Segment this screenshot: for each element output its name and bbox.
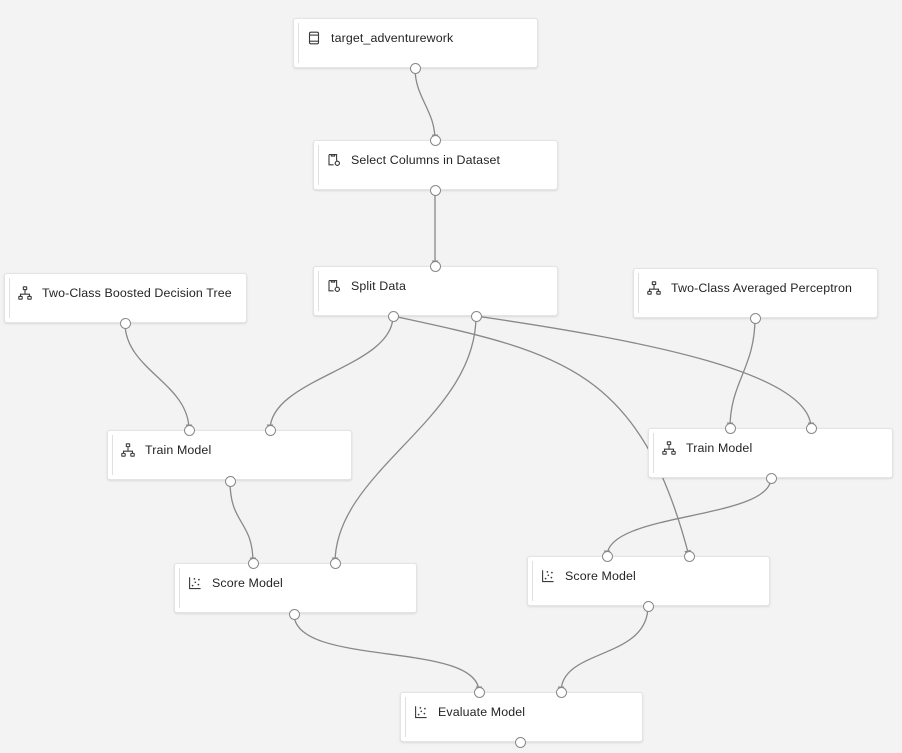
pipeline-node-evaluate-model[interactable]: Evaluate Model <box>400 692 643 742</box>
node-accent-bar <box>532 561 533 601</box>
node-label: Split Data <box>351 279 406 293</box>
node-label: Two-Class Averaged Perceptron <box>671 281 853 295</box>
split-data-icon <box>326 278 342 294</box>
database-icon <box>306 30 322 46</box>
output-port-select-columns-0[interactable] <box>429 184 441 196</box>
node-label: Two-Class Boosted Decision Tree <box>42 286 232 300</box>
node-accent-bar <box>653 433 654 473</box>
pipeline-edge[interactable] <box>557 605 649 694</box>
output-port-train-model-left-0[interactable] <box>224 475 236 487</box>
node-accent-bar <box>318 271 319 311</box>
input-port-score-model-right-1[interactable] <box>683 550 695 562</box>
pipeline-edge[interactable] <box>124 322 193 432</box>
score-model-icon <box>413 704 429 720</box>
input-port-train-model-left-0[interactable] <box>183 424 195 436</box>
algorithm-tree-icon <box>17 285 33 301</box>
input-port-train-model-right-1[interactable] <box>805 422 817 434</box>
pipeline-node-score-model-right[interactable]: Score Model <box>527 556 770 606</box>
pipeline-edge[interactable] <box>229 480 257 565</box>
node-body: Train Model <box>661 440 884 456</box>
input-port-score-model-left-1[interactable] <box>329 557 341 569</box>
input-port-score-model-left-0[interactable] <box>247 557 259 569</box>
pipeline-edge[interactable] <box>392 315 691 557</box>
pipeline-node-select-columns[interactable]: Select Columns in Dataset <box>313 140 558 190</box>
node-label: Score Model <box>565 569 636 583</box>
node-body: Evaluate Model <box>413 704 634 720</box>
pipeline-node-averaged-perceptron[interactable]: Two-Class Averaged Perceptron <box>633 268 878 318</box>
node-label: Select Columns in Dataset <box>351 153 501 167</box>
output-port-split-data-0[interactable] <box>387 310 399 322</box>
pipeline-node-score-model-left[interactable]: Score Model <box>174 563 417 613</box>
node-accent-bar <box>405 697 406 737</box>
output-port-score-model-right-0[interactable] <box>642 600 654 612</box>
pipeline-node-split-data[interactable]: Split Data <box>313 266 558 316</box>
node-body: Select Columns in Dataset <box>326 152 549 168</box>
algorithm-tree-icon <box>646 280 662 296</box>
pipeline-edge[interactable] <box>266 315 394 432</box>
train-model-icon <box>120 442 136 458</box>
input-port-evaluate-model-0[interactable] <box>473 686 485 698</box>
input-port-score-model-right-0[interactable] <box>601 550 613 562</box>
pipeline-edge[interactable] <box>293 613 483 694</box>
select-columns-icon <box>326 152 342 168</box>
node-accent-bar <box>318 145 319 185</box>
input-port-train-model-left-1[interactable] <box>264 424 276 436</box>
node-label: Score Model <box>212 576 283 590</box>
node-body: Two-Class Boosted Decision Tree <box>17 285 238 301</box>
pipeline-node-train-model-right[interactable]: Train Model <box>648 428 893 478</box>
output-port-boosted-decision-tree-0[interactable] <box>119 317 131 329</box>
node-body: Train Model <box>120 442 343 458</box>
output-port-split-data-1[interactable] <box>470 310 482 322</box>
node-label: target_adventurework <box>331 31 454 45</box>
input-port-evaluate-model-1[interactable] <box>555 686 567 698</box>
node-accent-bar <box>638 273 639 313</box>
node-label: Train Model <box>145 443 212 457</box>
score-model-icon <box>540 568 556 584</box>
train-model-icon <box>661 440 677 456</box>
pipeline-node-train-model-left[interactable]: Train Model <box>107 430 352 480</box>
pipeline-edge[interactable] <box>331 315 477 565</box>
pipeline-edge[interactable] <box>414 67 439 142</box>
pipeline-node-boosted-decision-tree[interactable]: Two-Class Boosted Decision Tree <box>4 273 247 323</box>
pipeline-edge[interactable] <box>603 477 772 558</box>
node-accent-bar <box>9 278 10 318</box>
input-port-train-model-right-0[interactable] <box>724 422 736 434</box>
pipeline-edge[interactable] <box>475 315 815 430</box>
output-port-averaged-perceptron-0[interactable] <box>749 312 761 324</box>
input-port-select-columns-0[interactable] <box>429 134 441 146</box>
output-port-evaluate-model-0[interactable] <box>514 736 526 748</box>
node-body: Score Model <box>540 568 761 584</box>
node-label: Train Model <box>686 441 753 455</box>
output-port-score-model-left-0[interactable] <box>288 608 300 620</box>
node-accent-bar <box>298 23 299 63</box>
input-port-split-data-0[interactable] <box>429 260 441 272</box>
node-body: Split Data <box>326 278 549 294</box>
node-accent-bar <box>112 435 113 475</box>
output-port-train-model-right-0[interactable] <box>765 472 777 484</box>
node-label: Evaluate Model <box>438 705 526 719</box>
node-body: Two-Class Averaged Perceptron <box>646 280 869 296</box>
node-accent-bar <box>179 568 180 608</box>
output-port-dataset-0[interactable] <box>409 62 421 74</box>
score-model-icon <box>187 575 203 591</box>
node-body: Score Model <box>187 575 408 591</box>
pipeline-edge[interactable] <box>726 317 756 430</box>
pipeline-node-dataset[interactable]: target_adventurework <box>293 18 538 68</box>
node-body: target_adventurework <box>306 30 529 46</box>
